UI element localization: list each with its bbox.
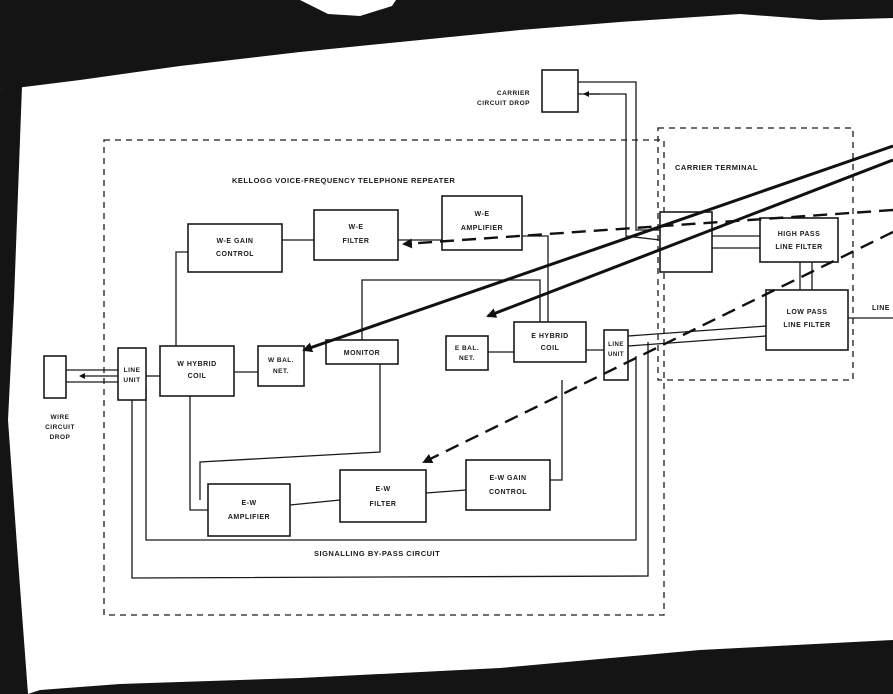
paper-notch [300, 0, 396, 16]
wire-circuit-drop-box [43, 355, 67, 399]
repeater-title: KELLOGG VOICE-FREQUENCY TELEPHONE REPEAT… [232, 176, 455, 185]
dashed-arrow-to-we-filter [402, 208, 893, 249]
w-hybrid-coil [159, 345, 235, 397]
lp-filter-line1: LOW PASS [787, 309, 828, 316]
line-unit-right [603, 329, 629, 381]
carrier-terminal-title: CARRIER TERMINAL [675, 163, 758, 172]
carrier-circuit-drop-box [541, 69, 579, 113]
ew-amp-line1: E-W [241, 500, 256, 507]
arrow-to-w-bal-net [302, 144, 893, 353]
torn-edge-left [0, 86, 28, 694]
carrier-drop-line2: CIRCUIT DROP [477, 100, 530, 107]
lp-filter-line2: LINE FILTER [783, 322, 830, 329]
arrow-to-e-bal-net [486, 158, 893, 318]
signalling-circuit-title: SIGNALLING BY-PASS CIRCUIT [314, 549, 440, 558]
e-bal-net [445, 335, 489, 371]
line-unit-right-line1: LINE [608, 342, 624, 348]
w-bal-line2: NET. [273, 368, 289, 375]
e-w-amplifier [207, 483, 291, 537]
low-pass-line-filter [765, 289, 849, 351]
e-w-gain-control [465, 459, 551, 511]
e-hybrid-coil [513, 321, 587, 363]
wire-drop-line3: DROP [50, 434, 71, 441]
ew-gain-line1: E-W GAIN [489, 475, 526, 482]
ew-amp-line2: AMPLIFIER [228, 514, 270, 521]
we-amp-line1: W-E [475, 211, 490, 218]
repeater-boundary [103, 139, 665, 616]
torn-edge-top [0, 0, 893, 90]
high-pass-line-filter [759, 217, 839, 263]
torn-edge-bottom [28, 640, 893, 694]
line-unit-left-line1: LINE [124, 367, 141, 374]
ew-filter-line1: E-W [375, 486, 390, 493]
e-bal-line1: E BAL. [455, 345, 479, 352]
e-hybrid-line1: E HYBRID [531, 333, 568, 340]
w-bal-net [257, 345, 305, 387]
w-e-gain-control [187, 223, 283, 273]
w-e-filter [313, 209, 399, 261]
monitor [325, 339, 399, 365]
carrier-terminal-unit [659, 211, 713, 273]
e-bal-line2: NET. [459, 355, 475, 362]
we-gain-line2: CONTROL [216, 251, 254, 258]
circuit-wiring [66, 81, 893, 579]
e-hybrid-line2: COIL [541, 345, 560, 352]
hp-filter-line2: LINE FILTER [775, 244, 822, 251]
w-hybrid-line2: COIL [188, 373, 207, 380]
w-e-amplifier [441, 195, 523, 251]
line-label: LINE [872, 305, 890, 312]
we-filter-line2: FILTER [343, 238, 370, 245]
line-unit-right-line2: UNIT [608, 352, 624, 358]
wire-drop-line1: WIRE [51, 414, 70, 421]
we-gain-line1: W-E GAIN [217, 238, 254, 245]
we-amp-line2: AMPLIFIER [461, 225, 503, 232]
ew-gain-line2: CONTROL [489, 489, 527, 496]
e-w-filter [339, 469, 427, 523]
pointer-arrows [302, 144, 893, 464]
carrier-terminal-boundary [657, 127, 854, 381]
w-hybrid-line1: W HYBRID [177, 361, 216, 368]
ew-filter-line2: FILTER [370, 501, 397, 508]
wire-drop-line2: CIRCUIT [45, 424, 75, 431]
hp-filter-line1: HIGH PASS [778, 231, 821, 238]
line-unit-left-line2: UNIT [123, 377, 140, 384]
component-boxes: LINE UNIT W HYBRID COIL W BAL. NET. MONI… [117, 195, 890, 537]
carrier-drop-line1: CARRIER [497, 90, 530, 97]
w-bal-line1: W BAL. [268, 357, 294, 364]
we-filter-line1: W-E [349, 224, 364, 231]
monitor-label: MONITOR [344, 350, 380, 357]
line-unit-left [117, 347, 147, 401]
